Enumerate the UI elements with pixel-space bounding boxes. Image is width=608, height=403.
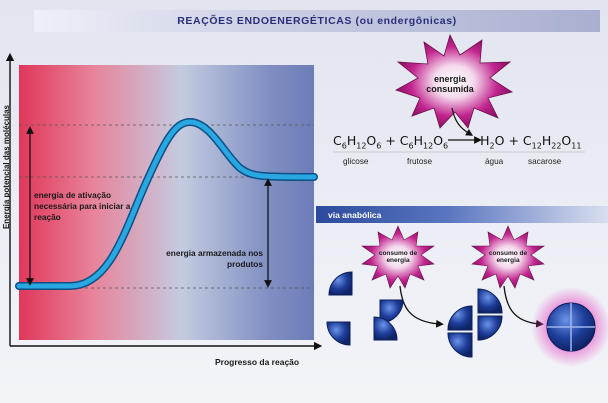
glicose-label: glicose [343,157,369,166]
energy-burst-small-1 [361,225,435,289]
burst-pointer-arrow [451,107,474,136]
sacarose-label: sacarose [528,157,562,166]
energy-consumed-label: energia consumida [426,74,474,95]
anabolic-pathway-bar: via anabólica [316,206,608,223]
energy-consumed-burst [395,33,514,129]
separate-pieces [326,271,404,346]
frutose-label: frutose [407,157,433,166]
activation-energy-label: energia de ativação necessária para inic… [34,190,131,222]
process-arrow-1 [399,285,444,328]
energy-curve-highlight [16,119,317,289]
half-assembled-molecule [447,288,503,358]
energy-consumption-label-2: consumo de energia [488,250,528,265]
energy-consumption-label-1: consumo de energia [378,250,418,265]
agua-label: água [485,157,504,166]
anabolic-pathway-label: via anabólica [328,209,382,220]
assembled-molecule [546,302,596,352]
stored-energy-label: energia armazenada nos produtos [166,248,263,269]
title-bar: REAÇÕES ENDOENERGÉTICAS (ou endergônicas… [34,10,600,32]
energy-burst-small-2 [471,225,545,289]
page-title: REAÇÕES ENDOENERGÉTICAS (ou endergônicas… [177,15,457,27]
x-axis-label: Progresso da reação [215,357,300,367]
y-axis-label: Energia potencial das moléculas [2,104,11,230]
